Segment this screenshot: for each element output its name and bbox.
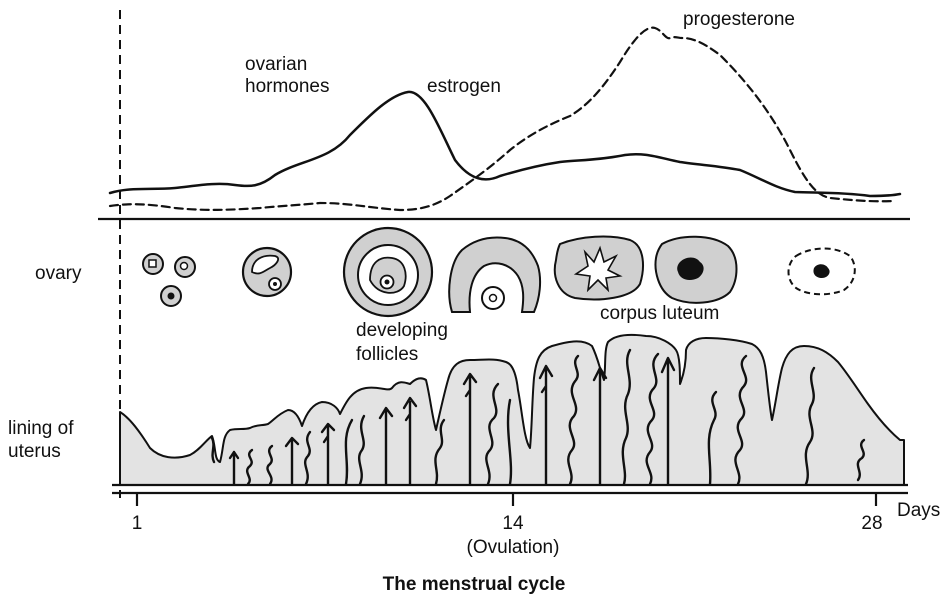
ovarian-hormones-label-line1: ovarian	[245, 54, 307, 75]
day-14-label: 14	[502, 513, 524, 534]
diagram-title: The menstrual cycle	[383, 574, 566, 595]
lining-label-line1: lining of	[8, 418, 74, 439]
ovarian-hormones-label-line2: hormones	[245, 76, 330, 97]
corpus-luteum-early	[555, 237, 643, 300]
uterine-lining-panel: lining of uterus	[8, 335, 904, 485]
estrogen-curve	[110, 92, 900, 196]
estrogen-label: estrogen	[427, 76, 501, 97]
day-28-label: 28	[861, 513, 882, 534]
ovulation-note: (Ovulation)	[467, 537, 560, 558]
ovary-label: ovary	[35, 263, 82, 284]
rupturing-follicle	[449, 238, 540, 313]
secondary-follicle	[344, 228, 432, 316]
progesterone-curve	[110, 28, 895, 210]
day-1-label: 1	[132, 513, 143, 534]
corpus-luteum-mature	[656, 237, 737, 303]
hormone-panel: ovarian hormones estrogen progesterone	[110, 9, 900, 210]
primary-follicle	[243, 248, 291, 296]
corpus-luteum-label: corpus luteum	[600, 303, 719, 324]
day-axis: 1 14 (Ovulation) 28 Days	[112, 485, 940, 558]
corpus-albicans	[789, 249, 855, 295]
days-unit-label: Days	[897, 500, 940, 521]
endometrium-tissue	[120, 335, 904, 485]
developing-follicles-label-line2: follicles	[356, 344, 418, 365]
progesterone-label: progesterone	[683, 9, 795, 30]
lining-label-line2: uterus	[8, 441, 61, 462]
primordial-follicles	[143, 254, 195, 306]
developing-follicles-label-line1: developing	[356, 320, 448, 341]
